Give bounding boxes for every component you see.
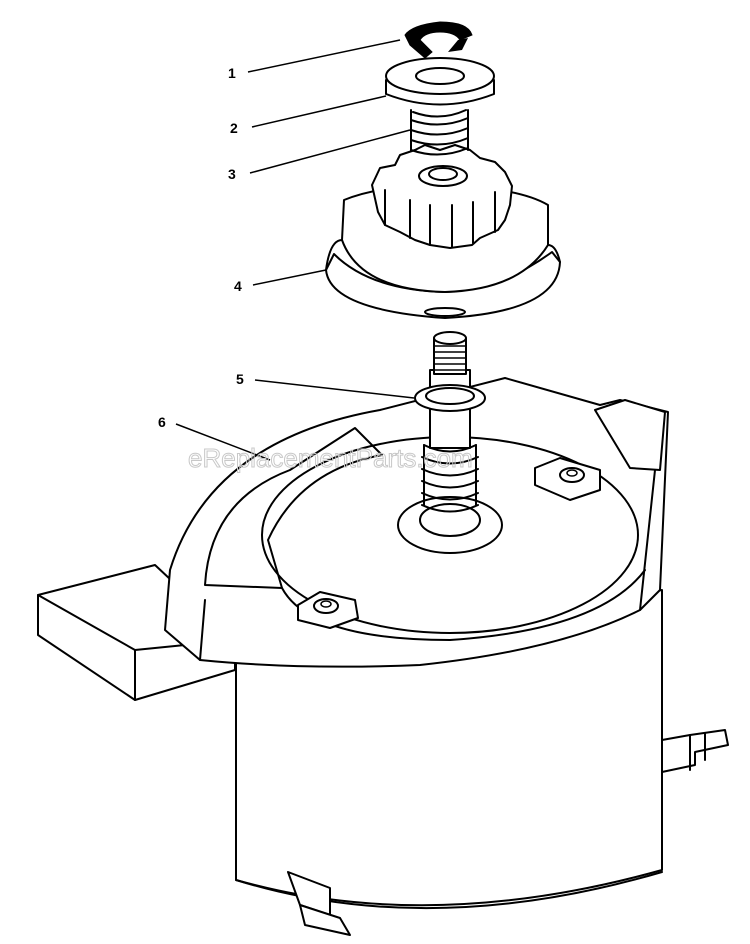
pinion-gear <box>371 144 513 249</box>
leader-lines <box>175 39 415 461</box>
pinion-spring <box>410 109 469 156</box>
retaining-ring <box>404 21 473 59</box>
callout-1: 1 <box>228 65 236 81</box>
spring-retainer-cup <box>385 57 495 106</box>
armature-shaft <box>397 331 503 554</box>
callout-labels: 1 2 3 4 5 6 <box>158 65 244 430</box>
motor-housing <box>235 589 729 936</box>
callout-4: 4 <box>234 278 242 294</box>
callout-5: 5 <box>236 371 244 387</box>
watermark-text: eReplacementParts.com <box>188 443 473 473</box>
callout-2: 2 <box>230 120 238 136</box>
callout-6: 6 <box>158 414 166 430</box>
callout-3: 3 <box>228 166 236 182</box>
